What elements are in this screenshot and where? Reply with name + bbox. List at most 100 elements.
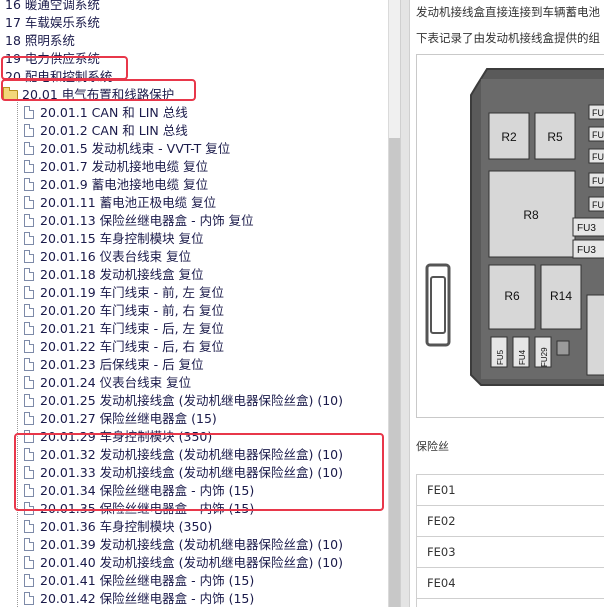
tree-item-label: 16 暖通空调系统	[5, 0, 100, 12]
tree-scrollbar-thumb[interactable]	[389, 138, 400, 607]
tree-item-label: 20.01.32 发动机接线盒 (发动机继电器保险丝盒) (10)	[40, 447, 343, 462]
tree-guide-line	[17, 96, 18, 607]
fuse-fu5-label: FU5	[496, 349, 505, 365]
pane-splitter[interactable]	[400, 0, 410, 607]
fuse-right-2-label: FU	[592, 130, 604, 140]
fuse-fu29	[534, 336, 552, 368]
tree-item[interactable]: 20.01.22 车门线束 - 后, 右 复位	[0, 338, 388, 356]
tree-item-label: 18 照明系统	[5, 33, 75, 48]
tree-item-label: 20.01.18 发动机接线盒 复位	[40, 267, 204, 282]
tree-item[interactable]: 20.01.42 保险丝继电器盒 - 内饰 (15)	[0, 590, 388, 607]
tree-item[interactable]: 20.01.20 车门线束 - 前, 右 复位	[0, 302, 388, 320]
document-icon	[24, 394, 34, 407]
tree-item-label: 20.01.22 车门线束 - 后, 右 复位	[40, 339, 225, 354]
relay-r14	[540, 264, 582, 330]
document-icon	[24, 376, 34, 389]
relay-r6	[488, 264, 536, 330]
fuse-right-3-label: FU	[592, 152, 604, 162]
document-icon	[24, 250, 34, 263]
highlight-box-items	[14, 433, 384, 511]
document-icon	[24, 304, 34, 317]
tree-item[interactable]: 20.01.27 保险丝继电器盒 (15)	[0, 410, 388, 428]
tree-item[interactable]: 20.01.9 蓄电池接地电缆 复位	[0, 176, 388, 194]
document-icon	[24, 520, 34, 533]
tree-item[interactable]: 20.01.39 发动机接线盒 (发动机继电器保险丝盒) (10)	[0, 536, 388, 554]
tree-item[interactable]: 20.01.32 发动机接线盒 (发动机继电器保险丝盒) (10)	[0, 446, 388, 464]
tree-item[interactable]: 20.01.15 车身控制模块 复位	[0, 230, 388, 248]
tree-item-label: 20.01.15 车身控制模块 复位	[40, 231, 204, 246]
tree-item[interactable]: 20.01.7 发动机接地电缆 复位	[0, 158, 388, 176]
tree-item-label: 20.01.2 CAN 和 LIN 总线	[40, 123, 188, 138]
tree-item[interactable]: 19 电力供应系统	[0, 50, 388, 68]
tree-item[interactable]: 16 暖通空调系统	[0, 0, 388, 14]
tree-item[interactable]: 20.01.2 CAN 和 LIN 总线	[0, 122, 388, 140]
fuse-fu5	[490, 336, 508, 368]
tree-item-label: 20.01.25 发动机接线盒 (发动机继电器保险丝盒) (10)	[40, 393, 343, 408]
tree-item[interactable]: 20.01.1 CAN 和 LIN 总线	[0, 104, 388, 122]
tree-item-label: 20.01.41 保险丝继电器盒 - 内饰 (15)	[40, 573, 255, 588]
tree-item[interactable]: 20.01.34 保险丝继电器盒 - 内饰 (15)	[0, 482, 388, 500]
fuse-table: FE01FE02FE03FE04FE05	[416, 474, 604, 607]
document-icon	[24, 466, 34, 479]
fuse-fu29-label: FU29	[540, 347, 549, 367]
tree-item-label: 17 车载娱乐系统	[5, 15, 100, 30]
fuse-right-3	[588, 148, 604, 164]
tree-item[interactable]: 18 照明系统	[0, 32, 388, 50]
tree-item-label: 20.01.34 保险丝继电器盒 - 内饰 (15)	[40, 483, 255, 498]
document-icon	[24, 322, 34, 335]
tree-item-label: 19 电力供应系统	[5, 51, 100, 66]
document-icon	[24, 340, 34, 353]
relay-r14-label: R14	[550, 289, 572, 303]
document-icon	[24, 412, 34, 425]
tree-item-label: 20.01.13 保险丝继电器盒 - 内饰 复位	[40, 213, 254, 228]
relay-r2-label: R2	[501, 130, 517, 144]
fuse-fu4-label: FU4	[518, 349, 527, 365]
tree-item-label: 20.01.9 蓄电池接地电缆 复位	[40, 177, 209, 192]
fuse-table-row: FE04	[416, 568, 604, 599]
tree-item[interactable]: 20.01.29 车身控制模块 (350)	[0, 428, 388, 446]
tree-item[interactable]: 20.01.11 蓄电池正极电缆 复位	[0, 194, 388, 212]
relay-r5-label: R5	[547, 130, 563, 144]
tree-item[interactable]: 20.01.41 保险丝继电器盒 - 内饰 (15)	[0, 572, 388, 590]
tree-item[interactable]: 20.01.23 后保线束 - 后 复位	[0, 356, 388, 374]
tree-item[interactable]: 20.01.36 车身控制模块 (350)	[0, 518, 388, 536]
fuse-heading: 保险丝	[416, 440, 449, 453]
tree-item-label: 20.01.23 后保线束 - 后 复位	[40, 357, 204, 372]
fuse-table-row: FE03	[416, 537, 604, 568]
tree-item[interactable]: 20.01.33 发动机接线盒 (发动机继电器保险丝盒) (10)	[0, 464, 388, 482]
document-icon	[24, 286, 34, 299]
tree-item-label: 20.01 电气布置和线路保护	[22, 87, 175, 102]
document-icon	[24, 106, 34, 119]
document-icon	[24, 142, 34, 155]
content-panel: 发动机接线盒直接连接到车辆蓄电池 下表记录了由发动机接线盒提供的组 R2 R5 …	[410, 0, 604, 607]
tree-item-label: 20.01.11 蓄电池正极电缆 复位	[40, 195, 217, 210]
relay-partial	[586, 294, 604, 376]
tree-item-label: 20.01.5 发动机线束 - VVT-T 复位	[40, 141, 231, 156]
fuse-table-cell: FE01	[427, 483, 456, 497]
tree-item[interactable]: 20.01.18 发动机接线盒 复位	[0, 266, 388, 284]
tree-item[interactable]: 20.01.24 仪表台线束 复位	[0, 374, 388, 392]
tree-item[interactable]: 20.01.35 保险丝继电器盒 - 内饰 (15)	[0, 500, 388, 518]
tree-item-label: 20.01.19 车门线束 - 前, 左 复位	[40, 285, 225, 300]
diode-block	[556, 340, 570, 356]
document-icon	[24, 484, 34, 497]
tree-item[interactable]: 20.01.5 发动机线束 - VVT-T 复位	[0, 140, 388, 158]
document-icon	[24, 538, 34, 551]
fuse-wide-1-label: FU3	[577, 223, 596, 234]
document-icon	[24, 196, 34, 209]
tree-item[interactable]: 20.01.16 仪表台线束 复位	[0, 248, 388, 266]
tree-item[interactable]: 17 车载娱乐系统	[0, 14, 388, 32]
tree-item[interactable]: 20.01.19 车门线束 - 前, 左 复位	[0, 284, 388, 302]
highlight-box-section-20	[1, 56, 128, 80]
tree-item[interactable]: 20.01.25 发动机接线盒 (发动机继电器保险丝盒) (10)	[0, 392, 388, 410]
tree-item[interactable]: 20.01.40 发动机接线盒 (发动机继电器保险丝盒) (10)	[0, 554, 388, 572]
document-icon	[24, 574, 34, 587]
highlight-box-folder	[1, 79, 196, 101]
document-icon	[24, 178, 34, 191]
tree-item-label: 20.01.39 发动机接线盒 (发动机继电器保险丝盒) (10)	[40, 537, 343, 552]
tree-item[interactable]: 20.01.13 保险丝继电器盒 - 内饰 复位	[0, 212, 388, 230]
fuse-table-row: FE01	[416, 475, 604, 506]
tree-item[interactable]: 20.01.21 车门线束 - 后, 左 复位	[0, 320, 388, 338]
